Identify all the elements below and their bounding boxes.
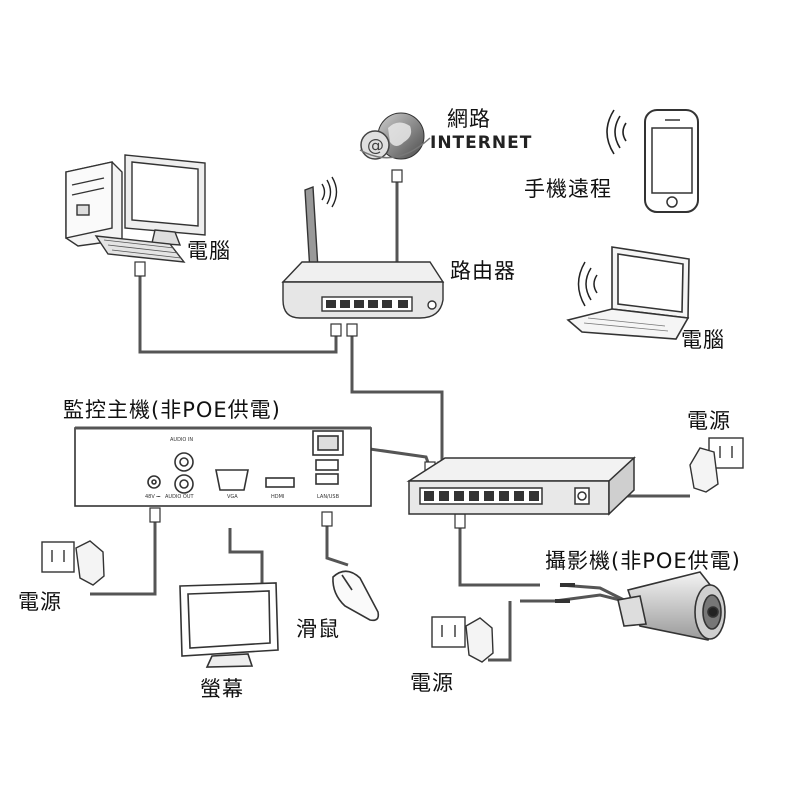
- plug: [391, 169, 403, 183]
- cable-camera-split: [520, 593, 629, 604]
- dc-label: 48V ⎓: [145, 494, 161, 500]
- plug: [134, 261, 146, 277]
- audio-in-label: AUDIO IN: [170, 437, 194, 443]
- plug: [454, 513, 466, 529]
- internet-label: 網路: [447, 107, 491, 131]
- power-adapter-switch: [689, 437, 744, 493]
- pc-label: 電腦: [187, 239, 231, 263]
- cable-router-switch: [350, 330, 444, 468]
- power-camera-label: 電源: [410, 671, 454, 695]
- plug: [149, 507, 161, 523]
- cable-pc-router: [138, 275, 338, 354]
- svg-text:@: @: [367, 136, 384, 156]
- smartphone-icon: [606, 109, 699, 213]
- plug: [330, 323, 342, 337]
- internet-globe-icon: @: [359, 112, 431, 160]
- mouse-label: 滑鼠: [296, 617, 340, 641]
- monitor-label: 螢幕: [200, 677, 244, 701]
- power-adapter-left: [41, 540, 105, 586]
- audio-out-label: AUDIO OUT: [165, 494, 194, 500]
- plug: [346, 323, 358, 337]
- power-left-label: 電源: [18, 590, 62, 614]
- laptop-icon: [566, 246, 690, 340]
- cable-nvr-mouse: [325, 524, 349, 567]
- nvr-ports: [147, 430, 344, 494]
- mouse-icon: [332, 570, 380, 622]
- plug: [321, 511, 333, 527]
- nvr-device: [74, 426, 372, 507]
- router-label: 路由器: [450, 259, 516, 283]
- bullet-camera-icon: [555, 571, 726, 641]
- monitor-icon: [179, 582, 279, 668]
- desktop-pc-icon: [65, 154, 206, 263]
- laptop-label: 電腦: [681, 328, 725, 352]
- hdmi-label: HDMI: [271, 494, 285, 500]
- cable-switch-camera: [458, 520, 540, 587]
- power-switch-label: 電源: [687, 409, 731, 433]
- vga-label: VGA: [227, 494, 238, 500]
- cable-nvr-power-left: [90, 515, 157, 596]
- router-icon: [281, 176, 445, 319]
- power-adapter-camera: [431, 616, 494, 663]
- internet-word: INTERNET: [430, 133, 533, 153]
- cable-nvr-monitor: [228, 528, 264, 583]
- network-switch-icon: [406, 456, 636, 516]
- nvr-label: 監控主機(非POE供電): [63, 398, 281, 422]
- cable-camera-power: [488, 601, 512, 662]
- camera-label: 攝影機(非POE供電): [545, 549, 741, 573]
- lan-usb-label: LAN/USB: [317, 494, 340, 500]
- mobile-remote-label: 手機遠程: [524, 177, 612, 201]
